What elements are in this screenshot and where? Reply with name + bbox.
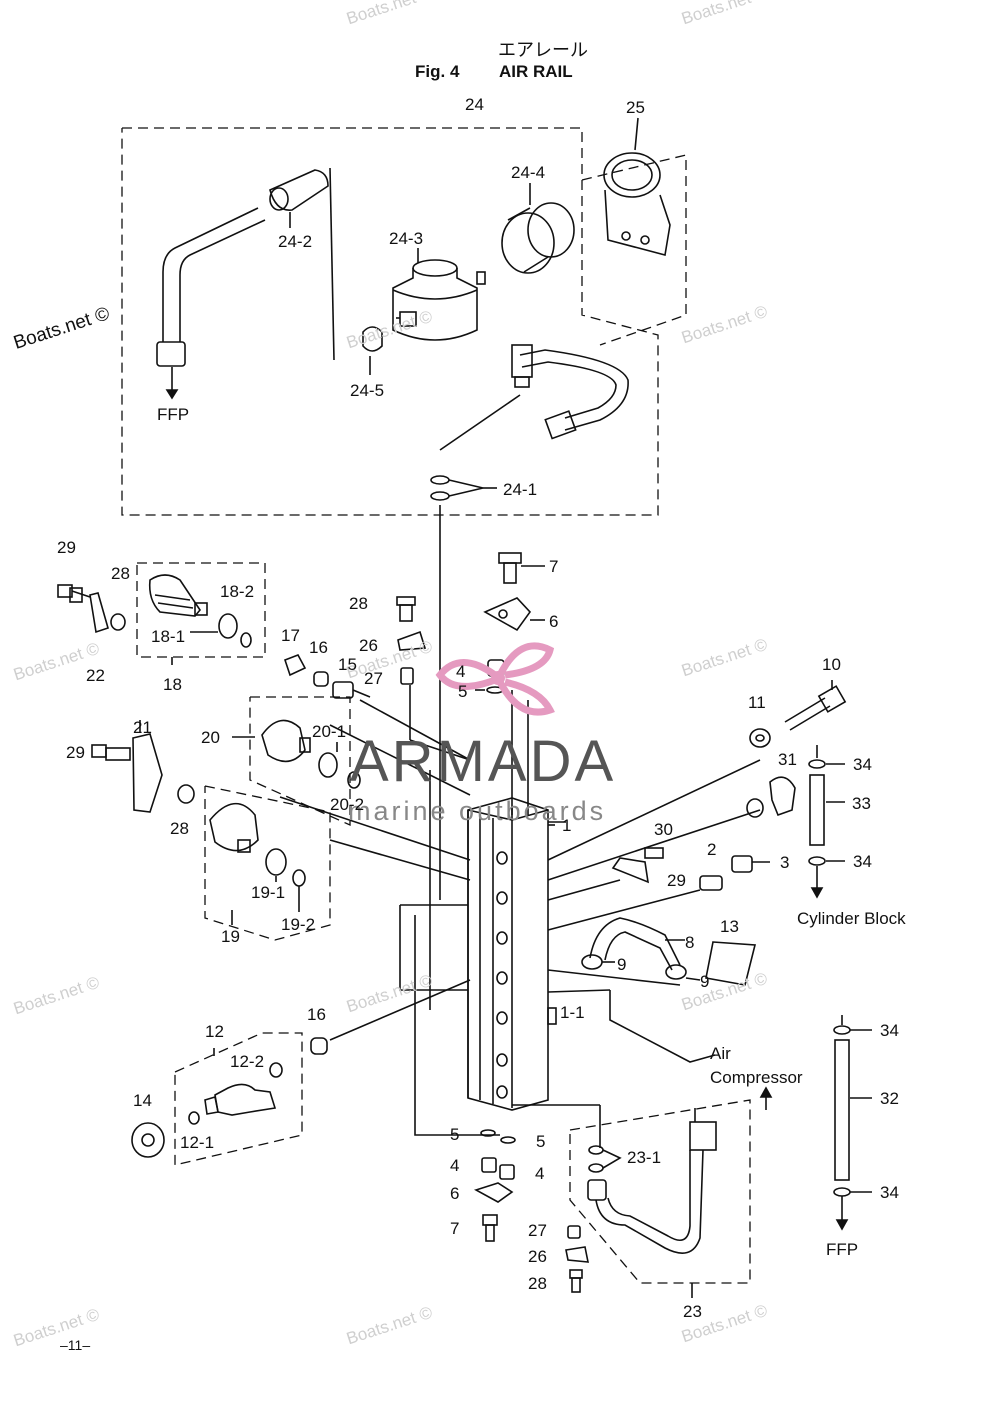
part-label: 2: [707, 840, 717, 859]
part-label: 26: [528, 1247, 547, 1266]
part-label: 33: [852, 794, 871, 813]
page-number: –11–: [60, 1337, 91, 1353]
part-label: 6: [549, 612, 559, 631]
part-label: 18-1: [151, 627, 186, 646]
air-compressor-label: Compressor: [710, 1068, 803, 1087]
part-label: 23: [683, 1302, 702, 1321]
part-label: 7: [549, 557, 559, 576]
part-label: 26: [359, 636, 378, 655]
part-label: 34: [853, 852, 872, 871]
part-label: 24: [465, 95, 484, 114]
part-label: 12: [205, 1022, 224, 1041]
part-label: 34: [880, 1021, 899, 1040]
part-label: 18: [163, 675, 182, 694]
part-label: 10: [822, 655, 841, 674]
part-label: 19-2: [281, 915, 316, 934]
part-label: 28: [111, 564, 130, 583]
part-label: 28: [528, 1274, 547, 1293]
part-label: 24-1: [503, 480, 538, 499]
part-label: 1-1: [560, 1003, 585, 1022]
part-label: 20-1: [312, 722, 347, 741]
part-label: 20-2: [330, 795, 365, 814]
part-label: 25: [626, 98, 645, 117]
part-label: 16: [309, 638, 328, 657]
part-label: 18-2: [220, 582, 255, 601]
part-label: 12-2: [230, 1052, 265, 1071]
air-compressor-label: Air: [710, 1044, 731, 1063]
part-label: 7: [450, 1219, 460, 1238]
part-label: 24-2: [278, 232, 313, 251]
dashed-group-outlines: [121, 127, 751, 1284]
part-label: 29: [66, 743, 85, 762]
part-label: 19: [221, 927, 240, 946]
part-label: 5: [458, 682, 468, 701]
brand-tagline: marine outboards: [348, 796, 607, 826]
part-label: 5: [536, 1132, 546, 1151]
part-label: 4: [450, 1156, 460, 1175]
armada-logo-icon: [435, 642, 555, 716]
part-label: 8: [685, 933, 695, 952]
part-label: 34: [880, 1183, 899, 1202]
part-label: 19-1: [251, 883, 286, 902]
part-label: 16: [307, 1005, 326, 1024]
part-label: 32: [880, 1089, 899, 1108]
part-label: 30: [654, 820, 673, 839]
cylinder-block-label: Cylinder Block: [797, 909, 906, 928]
part-label: 1: [562, 816, 572, 835]
ffp-label: FFP: [826, 1240, 859, 1259]
part-label: 29: [667, 871, 686, 890]
figure-number: Fig. 4: [415, 62, 460, 81]
part-label: 23-1: [627, 1148, 662, 1167]
part-label: 6: [450, 1184, 460, 1203]
part-label: 3: [780, 853, 790, 872]
part-label: 21: [133, 718, 152, 737]
part-label: 5: [450, 1125, 460, 1144]
part-label: 12-1: [180, 1133, 215, 1152]
part-label: 20: [201, 728, 220, 747]
part-label: 31: [778, 750, 797, 769]
part-label: 27: [364, 669, 383, 688]
title-japanese: エアレール: [498, 40, 588, 60]
part-label: 29: [57, 538, 76, 557]
part-label: 11: [748, 693, 766, 712]
part-label: 24-5: [350, 381, 385, 400]
part-label: 9: [617, 955, 627, 974]
part-label: 27: [528, 1221, 547, 1240]
part-label: 22: [86, 666, 105, 685]
part-label: 28: [170, 819, 189, 838]
part-label: 17: [281, 626, 300, 645]
part-label: 4: [535, 1164, 545, 1183]
part-label: 13: [720, 917, 739, 936]
part-label: 15: [338, 655, 357, 674]
part-label: 34: [853, 755, 872, 774]
part-label: 24-3: [389, 229, 424, 248]
part-label: 9: [700, 972, 710, 991]
part-label: 28: [349, 594, 368, 613]
part-label: 14: [133, 1091, 152, 1110]
part-label: 4: [456, 662, 466, 681]
brand-name: ARMADA: [350, 729, 617, 794]
ffp-label: FFP: [157, 405, 190, 424]
figure-title: AIR RAIL: [499, 62, 573, 81]
part-label: 24-4: [511, 163, 546, 182]
